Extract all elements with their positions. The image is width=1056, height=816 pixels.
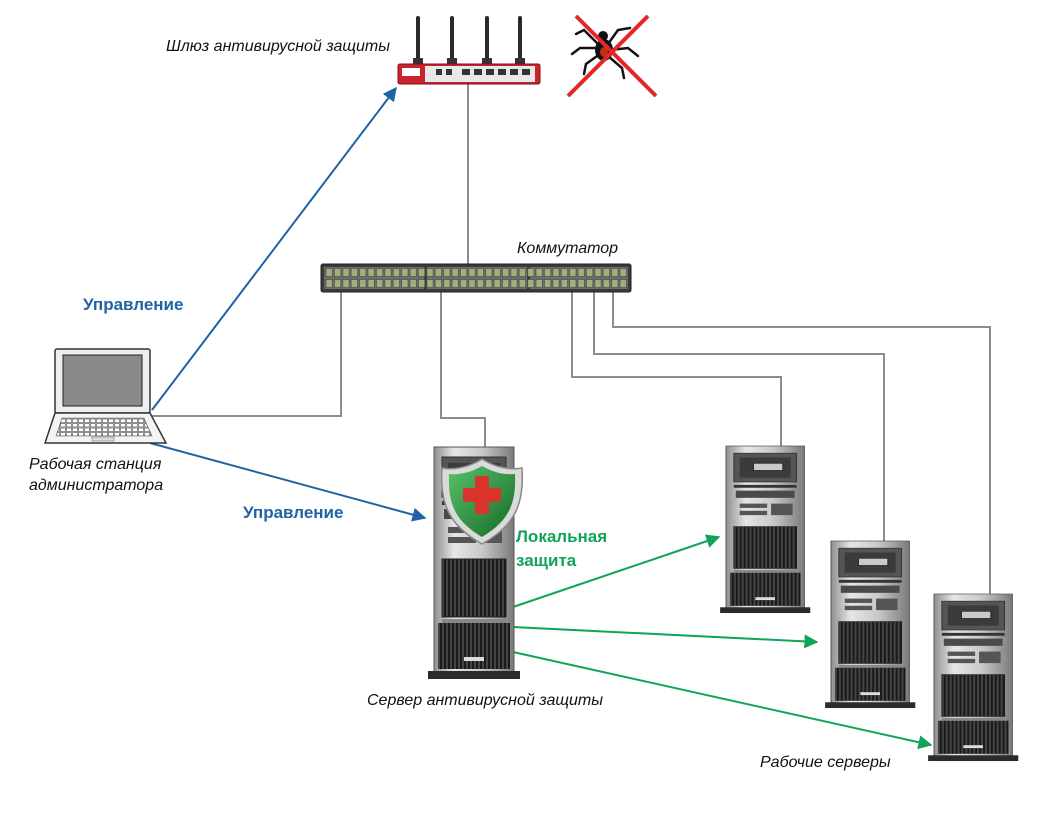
arrow-protection-server3 bbox=[512, 651, 933, 750]
av-server-label: Сервер антивирусной защиты bbox=[367, 692, 603, 709]
laptop-icon bbox=[43, 348, 168, 444]
cable-switch-server3 bbox=[612, 290, 991, 594]
management-label-bottom: Управление bbox=[243, 503, 344, 522]
tower-server-icon bbox=[719, 445, 811, 614]
work-servers-label: Рабочие серверы bbox=[760, 754, 891, 771]
workstation-label-line2: администратора bbox=[29, 477, 164, 494]
management-arrows bbox=[149, 86, 427, 522]
arrow-management-to-av-server bbox=[149, 442, 427, 522]
spider-virus-icon bbox=[566, 14, 658, 98]
local-protection-label-line2: защита bbox=[516, 551, 577, 570]
shield-cross-icon bbox=[440, 458, 524, 545]
strike-line bbox=[566, 14, 650, 98]
cable-laptop-switch bbox=[152, 290, 342, 417]
router-icon bbox=[397, 16, 541, 85]
tower-server-icon bbox=[824, 540, 916, 709]
arrow-protection-server1 bbox=[512, 534, 721, 608]
strike-line bbox=[574, 14, 658, 98]
cables bbox=[152, 84, 991, 594]
cable-switch-server2 bbox=[593, 290, 885, 541]
tower-server-icon bbox=[927, 593, 1019, 762]
arrow-management-to-gateway bbox=[151, 86, 397, 411]
workstation-label-line1: Рабочая станция bbox=[29, 456, 162, 473]
cable-switch-server1 bbox=[571, 290, 782, 446]
network-switch-icon bbox=[320, 263, 632, 293]
management-label-top: Управление bbox=[83, 295, 184, 314]
arrow-protection-server2 bbox=[512, 626, 819, 649]
protection-arrows bbox=[512, 534, 933, 750]
local-protection-label-line1: Локальная bbox=[516, 527, 608, 546]
switch-label: Коммутатор bbox=[517, 240, 619, 257]
gateway-label: Шлюз антивирусной защиты bbox=[166, 38, 391, 55]
cable-switch-av-server bbox=[440, 290, 486, 462]
